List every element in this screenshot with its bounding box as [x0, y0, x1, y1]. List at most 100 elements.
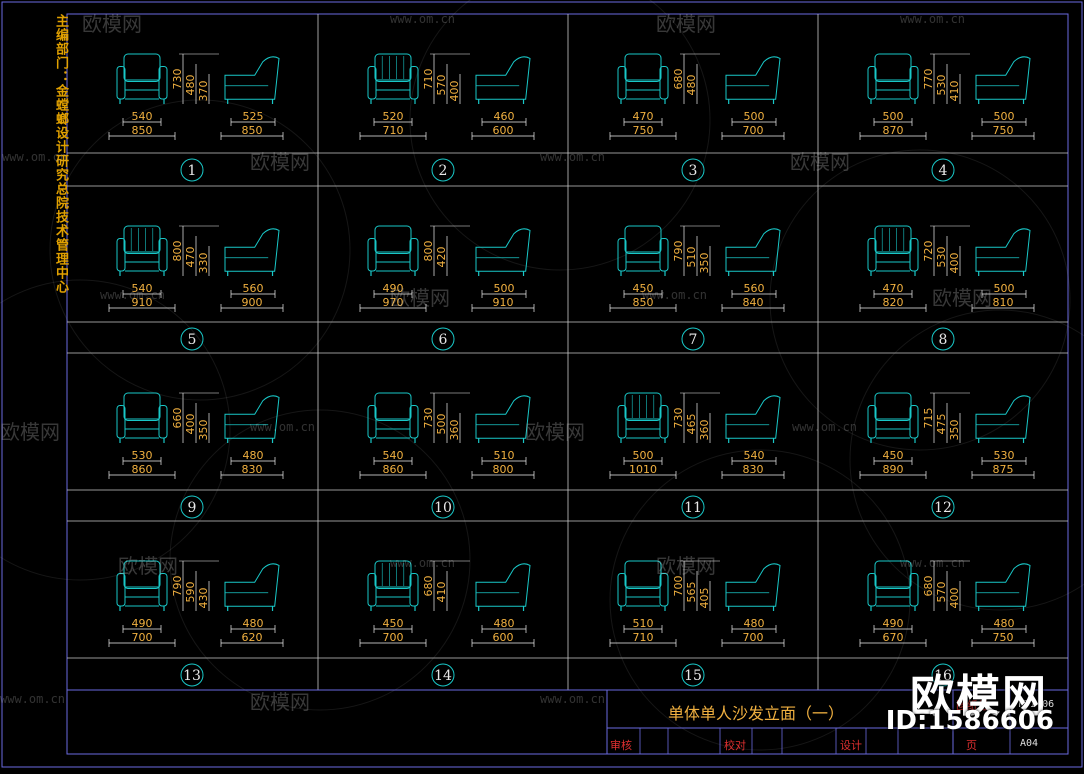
height-dim: 500 [435, 414, 448, 435]
sofa-seat [625, 586, 661, 598]
side-total-depth: 810 [993, 296, 1014, 309]
front-total-width: 700 [383, 631, 404, 644]
sofa-seat [124, 79, 160, 91]
front-seat-width: 520 [383, 110, 404, 123]
height-dim: 480 [685, 75, 698, 96]
height-dim: 730 [422, 408, 435, 429]
side-seat-depth: 480 [494, 617, 515, 630]
height-dim: 420 [435, 247, 448, 268]
front-seat-width: 450 [883, 449, 904, 462]
sofa-number-circle [931, 327, 955, 351]
side-seat-depth: 560 [243, 282, 264, 295]
watermark-logo: 欧模网 [932, 286, 992, 310]
side-total-depth: 800 [493, 463, 514, 476]
sofa-seat [375, 586, 411, 598]
brand-logo: 欧模网 [910, 671, 1048, 722]
front-total-width: 850 [132, 124, 153, 137]
side-total-depth: 910 [493, 296, 514, 309]
sofa-seat [625, 251, 661, 263]
side-total-depth: 850 [242, 124, 263, 137]
front-seat-width: 470 [883, 282, 904, 295]
watermark-logo: 欧模网 [250, 690, 310, 714]
height-dim: 715 [922, 408, 935, 429]
inner-frame [66, 13, 1069, 755]
sofa-side [975, 563, 1031, 607]
sofa-side [975, 56, 1031, 100]
sofa-number: 12 [934, 500, 952, 516]
watermark-url: www.om.cn [0, 692, 66, 706]
sofa-back [624, 53, 662, 82]
front-seat-width: 540 [132, 110, 153, 123]
watermark-circle [849, 309, 1084, 611]
sofa-number: 1 [188, 163, 197, 179]
side-seat-depth: 480 [243, 449, 264, 462]
side-seat-depth: 500 [994, 282, 1015, 295]
side-total-depth: 600 [493, 631, 514, 644]
side-seat-depth: 480 [744, 617, 765, 630]
sofa-number-circle [931, 158, 955, 182]
approve-label: 审核 [610, 739, 632, 752]
sofa-number-circle [681, 663, 705, 687]
sofa-seat [625, 418, 661, 430]
height-dim: 790 [171, 576, 184, 597]
side-seat-depth: 460 [494, 110, 515, 123]
side-total-depth: 750 [993, 631, 1014, 644]
sofa-side [475, 395, 531, 439]
front-seat-width: 540 [383, 449, 404, 462]
height-dim: 510 [685, 247, 698, 268]
sofa-side [975, 395, 1031, 439]
height-dim: 660 [171, 408, 184, 429]
height-dim: 350 [698, 253, 711, 274]
side-seat-depth: 500 [494, 282, 515, 295]
height-dim: 680 [922, 576, 935, 597]
front-seat-width: 530 [132, 449, 153, 462]
sofa-number: 14 [434, 668, 452, 684]
sofa-side [475, 228, 531, 272]
sofa-number-circle [180, 158, 204, 182]
sofa-side [975, 228, 1031, 272]
sofa-back [123, 53, 161, 82]
height-dim: 770 [922, 69, 935, 90]
height-dim: 480 [184, 75, 197, 96]
sofa-number-circle [180, 495, 204, 519]
sofa-side [475, 563, 531, 607]
sofa-number: 9 [188, 500, 197, 516]
height-dim: 800 [171, 241, 184, 262]
front-seat-width: 490 [383, 282, 404, 295]
front-seat-width: 490 [132, 617, 153, 630]
height-dim: 400 [448, 81, 461, 102]
side-seat-depth: 500 [994, 110, 1015, 123]
sofa-seat [124, 251, 160, 263]
front-seat-width: 450 [633, 282, 654, 295]
height-dim: 360 [448, 420, 461, 441]
height-dim: 410 [948, 81, 961, 102]
side-seat-depth: 530 [994, 449, 1015, 462]
front-total-width: 710 [633, 631, 654, 644]
front-total-width: 820 [883, 296, 904, 309]
watermark-circle [49, 99, 351, 401]
height-dim: 730 [171, 69, 184, 90]
sofa-side [224, 56, 280, 100]
watermark-logo: 欧模网 [0, 420, 60, 444]
watermark-url: www.om.cn [250, 420, 316, 434]
height-dim: 530 [935, 75, 948, 96]
height-dim: 465 [685, 414, 698, 435]
sofa-back [874, 392, 912, 421]
sofa-seat [875, 586, 911, 598]
height-dim: 730 [672, 408, 685, 429]
side-total-depth: 700 [743, 631, 764, 644]
sofa-seat [375, 79, 411, 91]
watermark-url: www.om.cn [390, 12, 456, 26]
side-total-depth: 620 [242, 631, 263, 644]
watermark-url: www.om.cn [100, 288, 166, 302]
sofa-number-circle [681, 495, 705, 519]
watermark-logo: 欧模网 [790, 150, 850, 174]
front-seat-width: 510 [633, 617, 654, 630]
sofa-seat [375, 251, 411, 263]
side-total-depth: 750 [993, 124, 1014, 137]
height-dim: 680 [422, 576, 435, 597]
